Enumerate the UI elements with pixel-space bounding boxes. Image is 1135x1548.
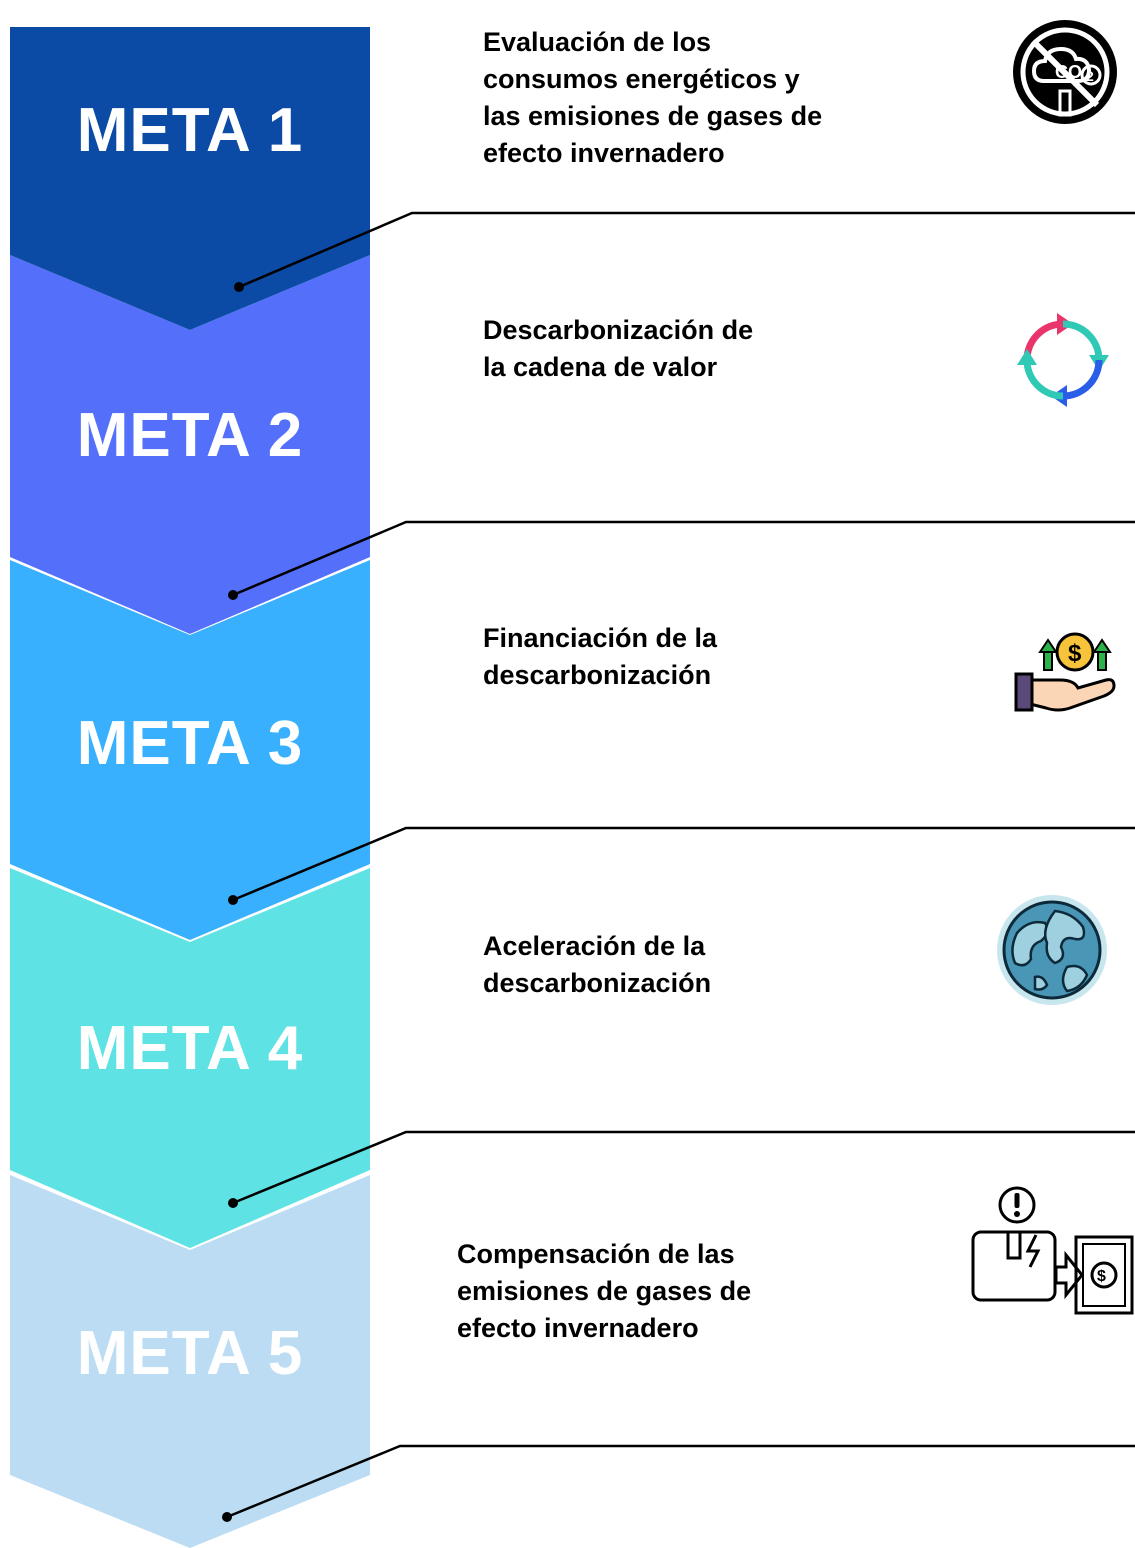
svg-text:$: $ [1097,1268,1106,1285]
meta-1-band [10,27,370,330]
goal-3-description: Financiación de la descarbonización [483,623,718,690]
meta-3-band [10,560,370,940]
goal-1-description: Evaluación de los consumos energéticos y… [483,27,823,168]
goal-5-description: Compensación de las emisiones de gases d… [457,1239,752,1343]
meta-3-label: META 3 [76,709,304,778]
cycle-arrows-icon [1017,313,1109,407]
goal-2-description: Descarbonización de la cadena de valor [483,315,754,382]
carbon-offset-payment-icon: $ [971,1186,1134,1315]
connector-2 [228,520,1135,600]
svg-text:$: $ [1068,640,1082,667]
meta-4-band [10,868,370,1248]
meta-1-label: META 1 [76,96,304,165]
hand-money-growth-icon: $ [1014,632,1116,712]
globe-icon [997,895,1107,1005]
meta-5-label: META 5 [76,1319,304,1388]
no-co2-icon: CO 2 [1013,20,1117,124]
connector-3 [228,826,1135,905]
meta-4-label: META 4 [76,1014,304,1083]
connector-4 [228,1130,1135,1208]
meta-2-label: META 2 [76,401,304,470]
svg-text:2: 2 [1086,68,1094,84]
connector-1 [234,211,1135,292]
meta-2-band [10,255,370,634]
connector-5 [222,1444,1135,1522]
meta-5-band [10,1175,370,1548]
goal-4-description: Aceleración de la descarbonización [483,931,712,998]
